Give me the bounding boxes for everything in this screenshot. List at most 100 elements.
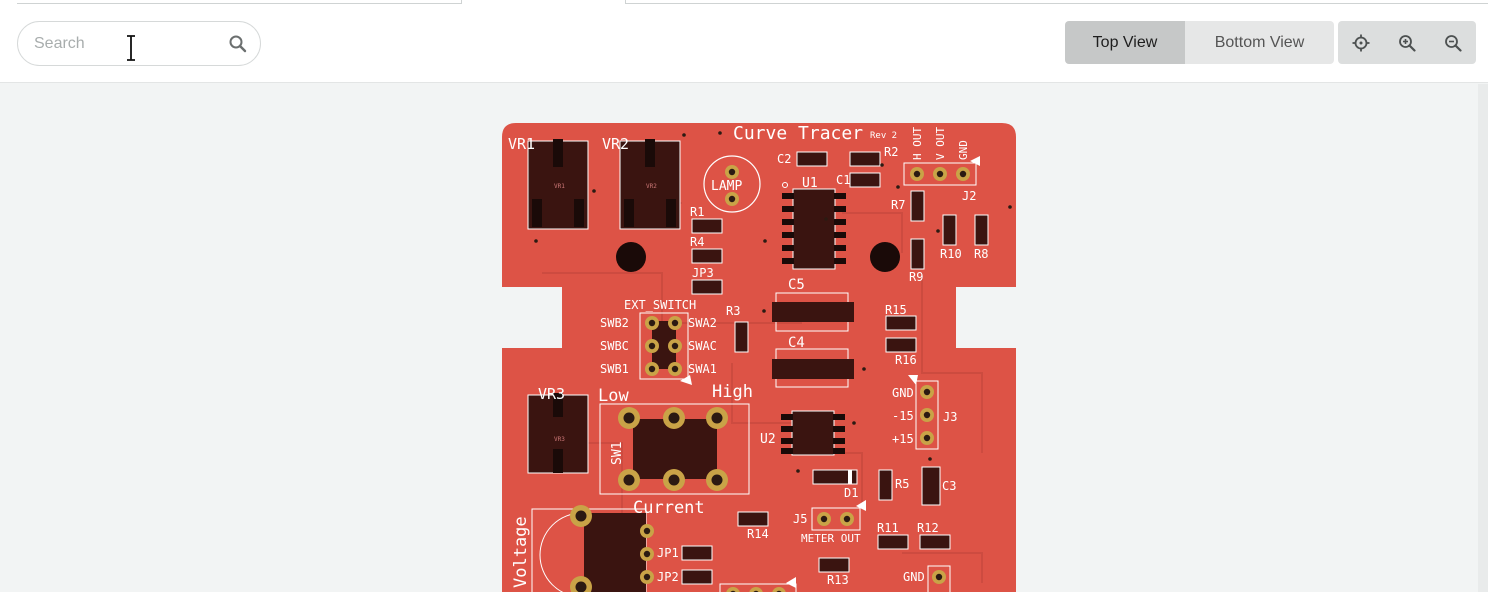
viewer-toolbar: Top View Bottom View: [0, 4, 1488, 83]
u1-ic[interactable]: [782, 182, 846, 270]
r7-resistor[interactable]: [910, 190, 925, 222]
c5-capacitor[interactable]: [772, 292, 854, 332]
r12-resistor[interactable]: [919, 534, 951, 550]
j5-label: J5: [793, 512, 807, 526]
r16-resistor[interactable]: [885, 337, 917, 353]
r3-label: R3: [726, 304, 740, 318]
swbc-label: SWBC: [600, 339, 629, 353]
swb2-label: SWB2: [600, 316, 629, 330]
r15-resistor[interactable]: [885, 315, 917, 331]
jp2-jumper[interactable]: [681, 569, 713, 585]
zoom-out-button[interactable]: [1430, 21, 1476, 64]
vr2-potentiometer[interactable]: VR2: [619, 139, 681, 230]
view-toggle: Top View Bottom View: [1065, 21, 1334, 64]
r4-resistor[interactable]: [691, 248, 723, 264]
vr1-potentiometer[interactable]: VR1: [527, 139, 589, 230]
tab-active[interactable]: [461, 0, 626, 5]
plus15-label: +15: [892, 432, 914, 446]
search-icon[interactable]: [228, 34, 248, 54]
r15-label: R15: [885, 303, 907, 317]
vr1-label: VR1: [508, 135, 535, 153]
r16-label: R16: [895, 353, 917, 367]
ext-switch[interactable]: [639, 312, 692, 385]
r5-resistor[interactable]: [878, 469, 893, 501]
r8-resistor[interactable]: [974, 214, 989, 246]
r9-resistor[interactable]: [910, 238, 925, 270]
r10-label: R10: [940, 247, 962, 261]
board-rev: Rev 2: [870, 131, 897, 141]
vr2-label: VR2: [602, 135, 629, 153]
vias: [534, 131, 1012, 473]
r1-resistor[interactable]: [691, 218, 723, 234]
vr3-label: VR3: [538, 385, 565, 403]
swa2-label: SWA2: [688, 316, 717, 330]
lamp-label: LAMP: [711, 179, 742, 194]
sw1-label: SW1: [610, 442, 625, 465]
ext-switch-label: EXT_SWITCH: [624, 298, 696, 312]
j3-label: J3: [943, 410, 957, 424]
vr3-potentiometer[interactable]: VR3: [527, 393, 589, 474]
jp1-jumper[interactable]: [681, 545, 713, 561]
current-label: Current: [633, 498, 705, 518]
j3-gnd-label: GND: [892, 386, 914, 400]
c3-capacitor[interactable]: [921, 466, 941, 506]
lamp[interactable]: LAMP: [703, 155, 761, 213]
r14-resistor[interactable]: [737, 511, 769, 527]
j2-connector[interactable]: [903, 156, 980, 186]
zoom-in-button[interactable]: [1384, 21, 1430, 64]
r1-label: R1: [690, 205, 704, 219]
j3-connector[interactable]: [908, 375, 939, 450]
top-view-button[interactable]: Top View: [1065, 21, 1185, 64]
text-cursor-icon: [127, 35, 135, 61]
r5-label: R5: [895, 477, 909, 491]
h-out-label: H OUT: [911, 127, 924, 160]
svg-text:VR3: VR3: [554, 436, 565, 443]
r3-resistor[interactable]: [734, 321, 749, 353]
r14-label: R14: [747, 527, 769, 541]
c4-capacitor[interactable]: [772, 348, 854, 388]
bottom-connector[interactable]: [719, 577, 797, 592]
minus15-label: -15: [892, 409, 914, 423]
r11-resistor[interactable]: [877, 534, 909, 550]
jp2-label: JP2: [657, 570, 679, 584]
sw1-switch[interactable]: [599, 403, 750, 495]
high-label: High: [712, 382, 753, 402]
r4-label: R4: [690, 235, 704, 249]
c2-capacitor[interactable]: [796, 151, 828, 167]
r8-label: R8: [974, 247, 988, 261]
c1-capacitor[interactable]: [849, 172, 881, 188]
v-out-label: V OUT: [934, 127, 947, 160]
tab-divider: [626, 0, 1488, 4]
zoom-controls: [1338, 21, 1476, 64]
scrollbar[interactable]: [1478, 84, 1488, 592]
c2-label: C2: [777, 152, 791, 166]
r2-resistor[interactable]: [849, 151, 881, 167]
r9-label: R9: [909, 270, 923, 284]
vr4-potentiometer[interactable]: [531, 505, 654, 592]
r10-resistor[interactable]: [942, 214, 957, 246]
zoom-out-icon: [1445, 34, 1462, 52]
c3-label: C3: [942, 479, 956, 493]
low-label: Low: [598, 386, 629, 406]
j5-connector[interactable]: [811, 500, 866, 531]
r11-label: R11: [877, 521, 899, 535]
swac-label: SWAC: [688, 339, 717, 353]
jp1-label: JP1: [657, 546, 679, 560]
tab-divider: [17, 0, 461, 4]
pcb-board[interactable]: Curve Tracer Rev 2 VR1 VR1 VR2 VR2 LAMP …: [502, 123, 1016, 592]
jp3-label: JP3: [692, 266, 714, 280]
u2-ic[interactable]: [781, 410, 845, 456]
center-view-button[interactable]: [1338, 21, 1384, 64]
r13-resistor[interactable]: [818, 557, 850, 573]
voltage-label: Voltage: [511, 516, 531, 588]
gnd-bottom-pin[interactable]: [927, 565, 951, 592]
r2-label: R2: [884, 145, 898, 159]
board-title: Curve Tracer: [733, 123, 863, 144]
bottom-view-button[interactable]: Bottom View: [1185, 21, 1334, 64]
mounting-hole: [870, 242, 900, 272]
d1-diode[interactable]: [812, 469, 858, 485]
jp3-jumper[interactable]: [691, 279, 723, 295]
search-box: [17, 21, 261, 66]
c4-label: C4: [788, 335, 805, 351]
j2-label: J2: [962, 189, 976, 203]
